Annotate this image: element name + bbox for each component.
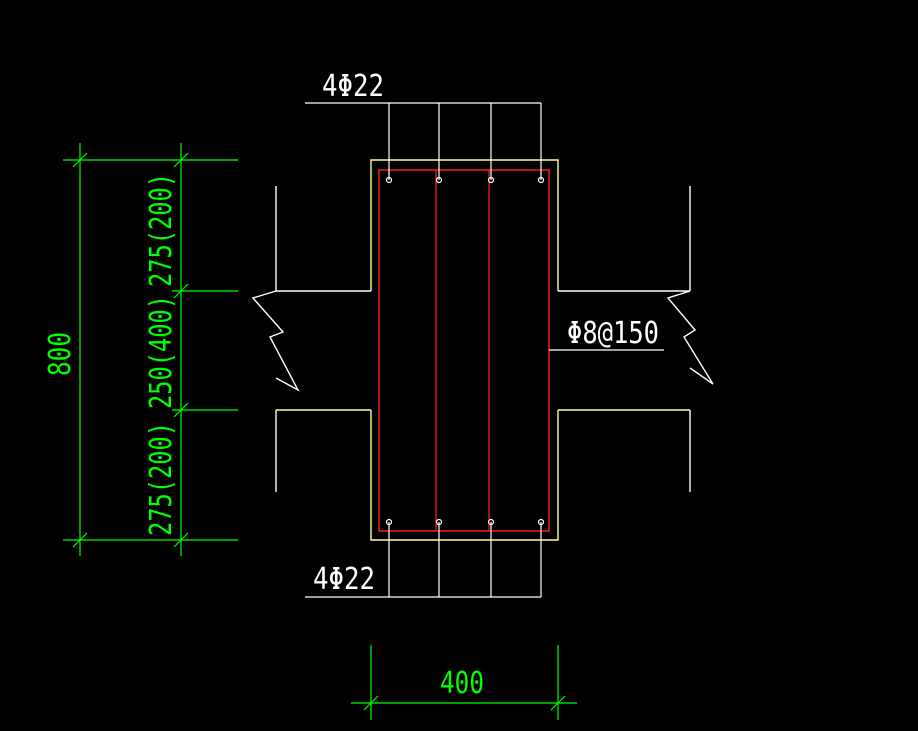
left-break-line bbox=[251, 290, 300, 392]
bottom-rebar-label: 4Φ22 bbox=[313, 562, 375, 597]
stirrup-label: Φ8@150 bbox=[567, 316, 659, 351]
dimension-total-800: 800 bbox=[43, 332, 78, 376]
column-concrete-outline bbox=[370, 159, 559, 541]
dimension-segment-bottom: 275(200) bbox=[144, 422, 179, 536]
top-rebar-label: 4Φ22 bbox=[322, 69, 384, 104]
right-break-line bbox=[666, 290, 714, 385]
bottom-rebar-leader bbox=[305, 522, 542, 598]
vertical-dimension-lines bbox=[63, 143, 238, 556]
left-wall-outline bbox=[275, 186, 371, 492]
dimension-width-400: 400 bbox=[440, 666, 484, 701]
longitudinal-bars-red bbox=[435, 170, 490, 531]
rebar-dots bbox=[385, 176, 545, 526]
stirrup-outline bbox=[378, 169, 550, 532]
top-rebar-leader bbox=[305, 102, 542, 180]
right-wall-outline bbox=[558, 186, 691, 492]
dimension-segment-middle: 250(400) bbox=[144, 295, 179, 409]
horizontal-dimension-lines bbox=[351, 645, 577, 720]
dimension-segment-top: 275(200) bbox=[144, 173, 179, 287]
